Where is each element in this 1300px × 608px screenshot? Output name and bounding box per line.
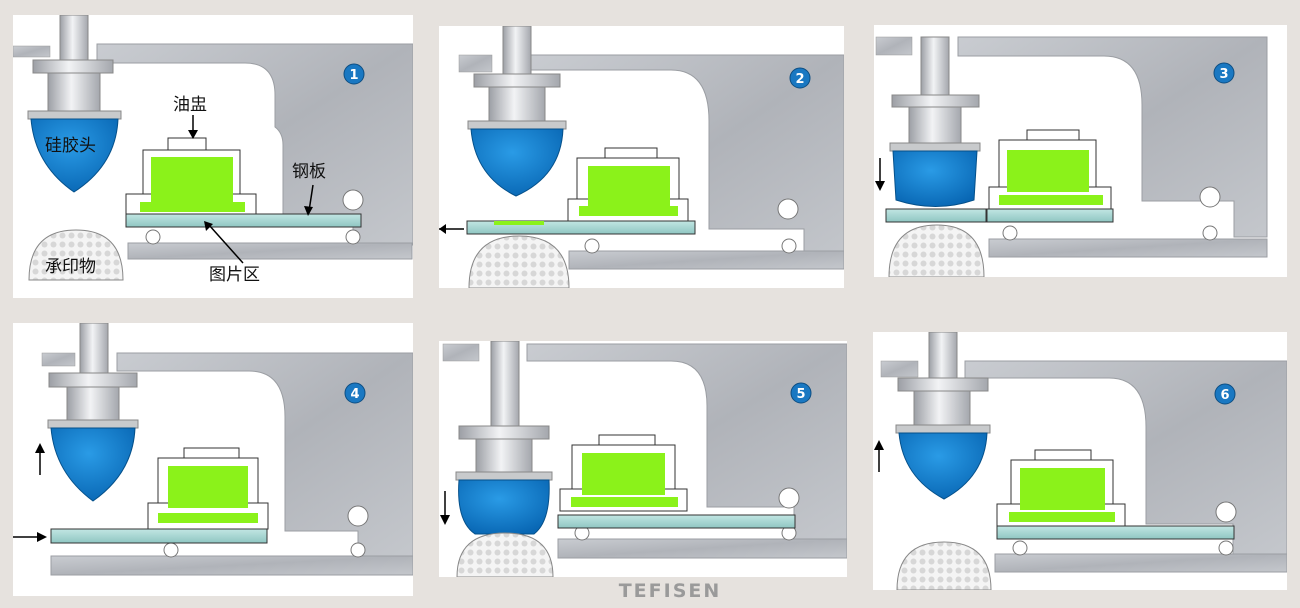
label-image-area: 图片区 — [209, 265, 260, 285]
brand-watermark: TEFISEN — [618, 580, 722, 602]
step-5-diagram: 5 — [440, 341, 847, 577]
step-number: 5 — [796, 387, 805, 402]
roller — [345, 229, 361, 245]
ink-green — [1020, 468, 1105, 510]
step-number: 3 — [1219, 67, 1228, 82]
lower-rail — [557, 538, 847, 559]
step-panel-2: 2 — [439, 26, 844, 288]
step-panel-5: 5 — [439, 341, 847, 577]
label-ink-cup: 油盅 — [173, 95, 207, 115]
lower-rail — [568, 250, 844, 270]
ink-green — [168, 466, 248, 508]
roller — [342, 189, 364, 211]
step-number: 1 — [349, 68, 358, 83]
step-6-diagram: 6 — [874, 332, 1287, 590]
substrate — [888, 224, 985, 277]
substrate — [28, 229, 124, 281]
step-badge — [344, 382, 366, 404]
step-3-diagram: 3 — [875, 36, 1268, 277]
step-number: 2 — [795, 72, 804, 87]
step-badge — [790, 382, 812, 404]
step-badge — [789, 67, 811, 89]
step-badge — [343, 63, 365, 85]
label-silicone-pad: 硅胶头 — [45, 136, 96, 156]
silicone-pad — [898, 432, 988, 500]
substrate — [468, 235, 570, 288]
label-steel-plate: 钢板 — [292, 162, 326, 182]
machine-frame — [957, 36, 1268, 238]
pad-flange — [32, 59, 114, 74]
step-4-diagram: 4 — [13, 323, 413, 576]
steel-plate — [996, 525, 1235, 540]
step-number: 4 — [350, 387, 359, 402]
ink-green — [1007, 150, 1089, 192]
pad-holder — [47, 72, 101, 112]
silicone-pad — [892, 150, 978, 207]
silicone-pad — [50, 427, 136, 502]
steel-plate — [557, 514, 796, 529]
step-panel-3: 3 — [874, 25, 1287, 277]
roller — [145, 229, 161, 245]
guide-bar — [13, 45, 51, 58]
lower-rail — [127, 242, 413, 260]
label-substrate: 承印物 — [45, 257, 96, 277]
steel-plate — [50, 528, 268, 544]
step-panel-1: 硅胶头 承印物 油盅 钢板 图片区 1 — [13, 15, 413, 298]
step-number: 6 — [1220, 388, 1229, 403]
step-2-diagram: 2 — [439, 26, 844, 288]
lower-rail — [994, 553, 1287, 573]
steel-plate — [125, 213, 362, 228]
substrate — [896, 541, 992, 590]
lower-rail — [988, 238, 1268, 258]
ink-green — [588, 166, 670, 206]
lower-rail — [50, 555, 413, 576]
step-panel-4: 4 — [13, 323, 413, 596]
ink-green — [151, 157, 233, 202]
step-badge — [1213, 62, 1235, 84]
steel-plate — [885, 208, 987, 223]
substrate — [456, 532, 554, 577]
ink-green — [582, 453, 665, 495]
pad-shaft — [59, 15, 89, 66]
ink-green-base — [140, 202, 245, 212]
silicone-pad — [458, 479, 550, 535]
silicone-pad — [30, 118, 119, 193]
pad-base — [27, 110, 122, 120]
step-1-diagram: 硅胶头 承印物 油盅 钢板 图片区 1 — [13, 15, 413, 285]
step-badge — [1214, 383, 1236, 405]
silicone-pad — [470, 128, 564, 197]
ink-cup-lid — [167, 137, 207, 151]
step-panel-6: 6 — [873, 332, 1287, 590]
